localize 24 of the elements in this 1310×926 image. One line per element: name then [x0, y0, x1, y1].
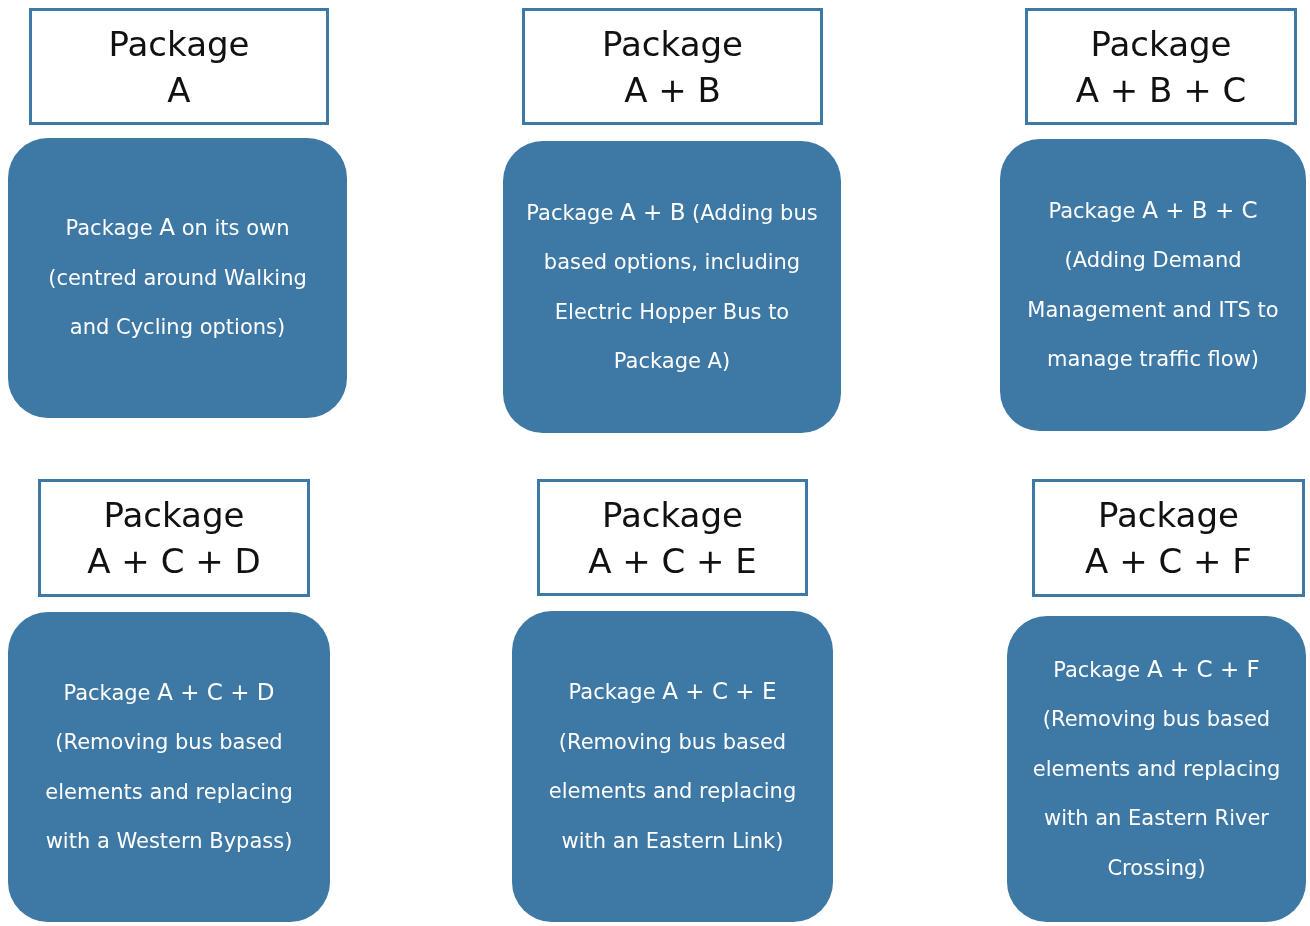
package-title-box [38, 479, 310, 597]
package-description-box [1007, 616, 1306, 922]
package-title: Package A + B + C [1075, 22, 1247, 112]
package-title-box [522, 8, 823, 125]
package-title-box [1032, 479, 1305, 597]
package-description: Package A + C + E (Removing bus based elements and replacing with an Eastern Link) [547, 677, 798, 855]
package-description-box [503, 141, 841, 433]
package-description: Package A on its own (centred around Walking and Cycling options) [47, 213, 308, 342]
package-description: Package A + B + C (Adding Demand Management and ITS to manage traffic flow) [1026, 195, 1280, 373]
package-description-box [1000, 139, 1306, 431]
package-description-box [8, 612, 330, 922]
package-description: Package A + C + F (Removing bus based elements and replacing with an Eastern River Crossing) [1031, 654, 1282, 882]
package-title: Package A + C + D [87, 494, 261, 583]
package-description-box [512, 611, 833, 922]
package-description: Package A + C + D (Removing bus based elements and replacing with a Western Bypass) [44, 677, 294, 855]
package-description-box [8, 138, 347, 418]
package-description: Package A + B (Adding bus based options, including Electric Hopper Bus to Package A) [525, 197, 819, 375]
package-title-box [1025, 8, 1297, 125]
package-title: Package A + B [602, 22, 743, 112]
package-title: Package A + C + E [588, 493, 757, 583]
package-title-box [29, 8, 329, 125]
package-title-box [537, 479, 808, 596]
package-title: Package A + C + F [1085, 494, 1252, 583]
package-title: Package A [108, 22, 250, 112]
